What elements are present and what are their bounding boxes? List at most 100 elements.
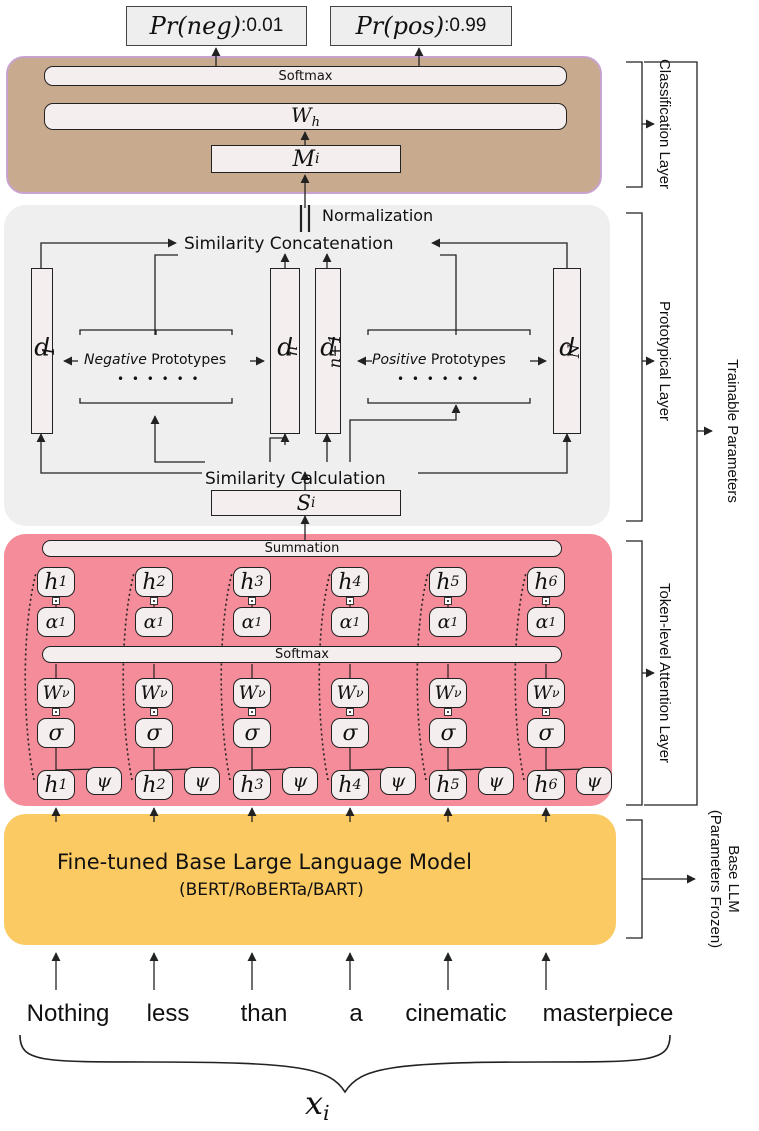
token-word: than <box>240 1000 288 1027</box>
prob-positive-box: Pr(pos):0.99 <box>330 6 512 46</box>
si-sub: i <box>311 495 316 511</box>
prob-negative-box: Pr(neg):0.01 <box>126 6 307 46</box>
input-xi: xi <box>305 1084 330 1125</box>
mi-base: M <box>292 146 315 172</box>
attention-psi: ψ <box>184 767 220 795</box>
positive-prototypes-label: Positive Prototypes <box>372 352 506 368</box>
attention-psi: ψ <box>86 767 122 795</box>
token-word: cinematic <box>405 1000 507 1027</box>
residual-connector <box>318 572 331 781</box>
prototype-pn-base: p <box>276 336 294 366</box>
attention-psi: ψ <box>380 767 416 795</box>
summation-bar: Summation <box>42 540 562 557</box>
mi-sub: i <box>314 151 320 167</box>
multiply-dot <box>150 708 158 716</box>
multiply-dot <box>444 708 452 716</box>
attention-sigma: σ <box>135 718 173 748</box>
base-llm-line2: (Parameters Frozen) <box>707 809 724 949</box>
prototypical-layer-label: Prototypical Layer <box>656 300 673 422</box>
multiply-dot <box>444 597 452 605</box>
attention-softmax-label: Softmax <box>275 647 329 662</box>
wh-bar: Wh <box>44 103 567 130</box>
multiply-dot <box>542 708 550 716</box>
classification-softmax-bar: Softmax <box>44 66 567 86</box>
llm-subtitle: (BERT/RoBERTa/BART) <box>179 880 364 900</box>
positive-ellipsis: • • • • • • <box>397 372 481 386</box>
attention-sigma: σ <box>331 718 369 748</box>
token-word: Nothing <box>26 1000 110 1027</box>
attention-layer-panel <box>4 534 612 806</box>
negative-prototypes-rest: Prototypes <box>146 352 227 368</box>
classification-layer-label: Classification Layer <box>656 58 673 190</box>
multiply-dot <box>52 708 60 716</box>
negative-prototypes-emph: Negative <box>84 352 147 368</box>
summation-label: Summation <box>264 541 340 556</box>
wh-sub: h <box>311 114 320 130</box>
attention-layer-label: Token-level Attention Layer <box>656 582 673 764</box>
base-llm-line1: Base LLM <box>725 845 742 913</box>
multiply-dot <box>248 597 256 605</box>
similarity-concatenation-label: Similarity Concatenation <box>184 234 394 254</box>
prob-negative-value: 0.01 <box>246 15 284 36</box>
wh-base: W <box>291 103 312 128</box>
residual-connector <box>24 572 37 781</box>
base-llm-label: Base LLM (Parameters Frozen) <box>706 810 742 948</box>
residual-connector <box>220 572 233 781</box>
si-base: S <box>296 491 311 515</box>
trainable-parameters-label: Trainable Parameters <box>724 359 741 503</box>
negative-ellipsis: • • • • • • <box>117 372 201 386</box>
prob-negative-sep: : <box>241 15 247 36</box>
positive-prototypes-emph: Positive <box>372 352 427 368</box>
residual-connector <box>122 572 135 781</box>
multiply-dot <box>542 597 550 605</box>
token-word: masterpiece <box>542 1000 674 1027</box>
attention-sigma: σ <box>233 718 271 748</box>
prototype-pN-base: p <box>558 336 576 366</box>
llm-title: Fine-tuned Base Large Language Model <box>57 850 472 874</box>
prob-positive-sep: : <box>444 15 450 36</box>
prob-negative-label: Pr(neg) <box>149 12 242 40</box>
multiply-dot <box>248 708 256 716</box>
positive-prototypes-rest: Prototypes <box>426 352 506 368</box>
attention-sigma: σ <box>527 718 565 748</box>
attention-psi: ψ <box>282 767 318 795</box>
prototype-pn1-base: p <box>319 336 337 366</box>
negative-prototypes-label: Negative Prototypes <box>84 352 226 368</box>
token-word: less <box>146 1000 190 1027</box>
similarity-calculation-label: Similarity Calculation <box>205 469 386 489</box>
token-word: a <box>349 1000 363 1027</box>
attention-sigma: σ <box>37 718 75 748</box>
classification-softmax-label: Softmax <box>278 68 333 84</box>
